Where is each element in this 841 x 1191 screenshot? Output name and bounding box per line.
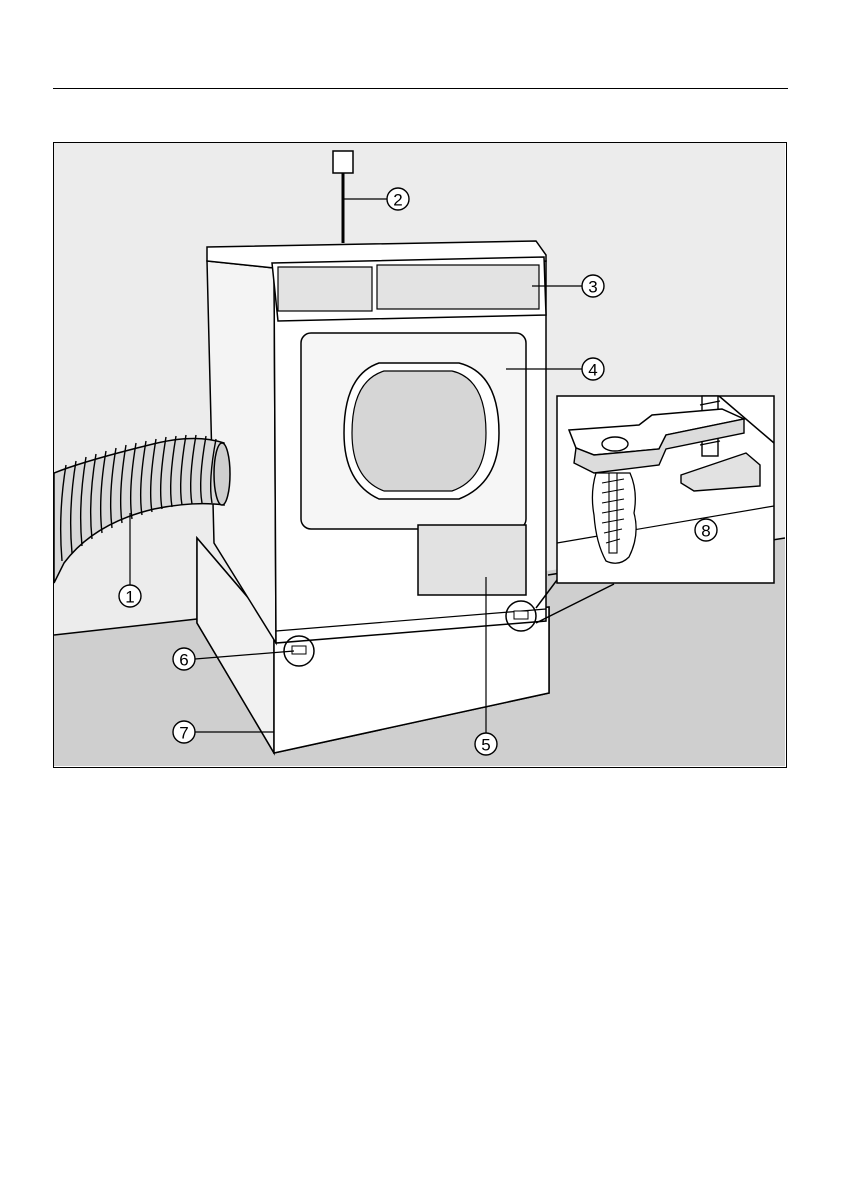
callout-4-label: 4 [588,361,597,380]
callout-6-label: 6 [179,651,188,670]
filter-flap [418,525,526,595]
callout-8: 8 [695,519,717,541]
callout-7-label: 7 [179,724,188,743]
callout-1-label: 1 [125,588,134,607]
callout-3: 3 [582,275,604,297]
screw-head [602,437,628,451]
callout-6: 6 [173,648,195,670]
header-rule [53,88,788,89]
callout-3-label: 3 [588,278,597,297]
callout-1: 1 [119,585,141,607]
panel-display-right [377,265,539,309]
panel-display-left [278,267,372,311]
dryer-installation-figure: 1 2 3 4 5 6 7 8 [53,142,787,768]
callout-8-label: 8 [701,522,710,541]
callout-5: 5 [475,733,497,755]
callout-5-label: 5 [481,736,490,755]
callout-2-label: 2 [393,191,402,210]
floor-left [54,619,197,766]
callout-2: 2 [387,188,409,210]
detail-inset [557,396,774,583]
power-socket-icon [333,151,353,173]
door-window [352,371,486,491]
installation-illustration: 1 2 3 4 5 6 7 8 [54,143,785,766]
rear-foot [514,611,528,619]
front-foot [292,646,306,654]
callout-7: 7 [173,721,195,743]
callout-4: 4 [582,358,604,380]
